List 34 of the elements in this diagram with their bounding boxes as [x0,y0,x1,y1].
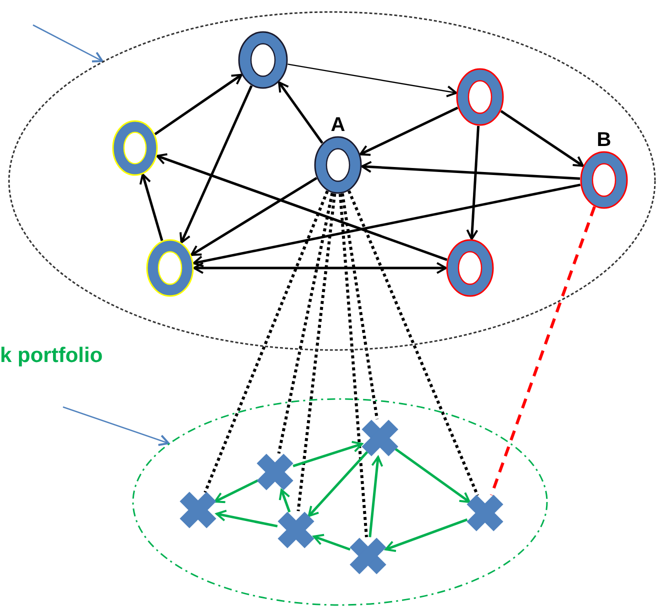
arrow [216,510,278,528]
arrow [192,184,581,268]
dashed-connector [340,193,379,420]
arrow [292,440,363,468]
arrow [384,518,468,552]
dashed-connector [348,190,479,496]
annotation-text: k portfolio [0,343,103,369]
arrow [190,177,318,256]
arrow [466,126,480,240]
arrow [278,81,324,144]
node-label: B [596,129,612,151]
arrow [308,451,368,517]
arrow [156,153,448,261]
arrow [214,479,259,504]
dashed-connector [204,190,329,493]
arrow [312,534,351,551]
dashed-connector [338,194,368,538]
arrow [361,160,580,180]
arrow [288,64,458,98]
node-label: A [330,114,346,136]
arrow [278,488,291,513]
arrow [154,74,242,136]
arrow [139,173,164,241]
arrow [394,448,470,504]
arrow [62,406,170,446]
dashed-connector [296,194,336,512]
arrow [193,262,447,274]
arrow [368,456,384,538]
dashed-connector [490,206,596,496]
arrow [359,106,458,156]
arrow [500,110,584,167]
arrow [180,85,253,244]
arrow [32,24,104,62]
dashed-connector [277,192,334,454]
